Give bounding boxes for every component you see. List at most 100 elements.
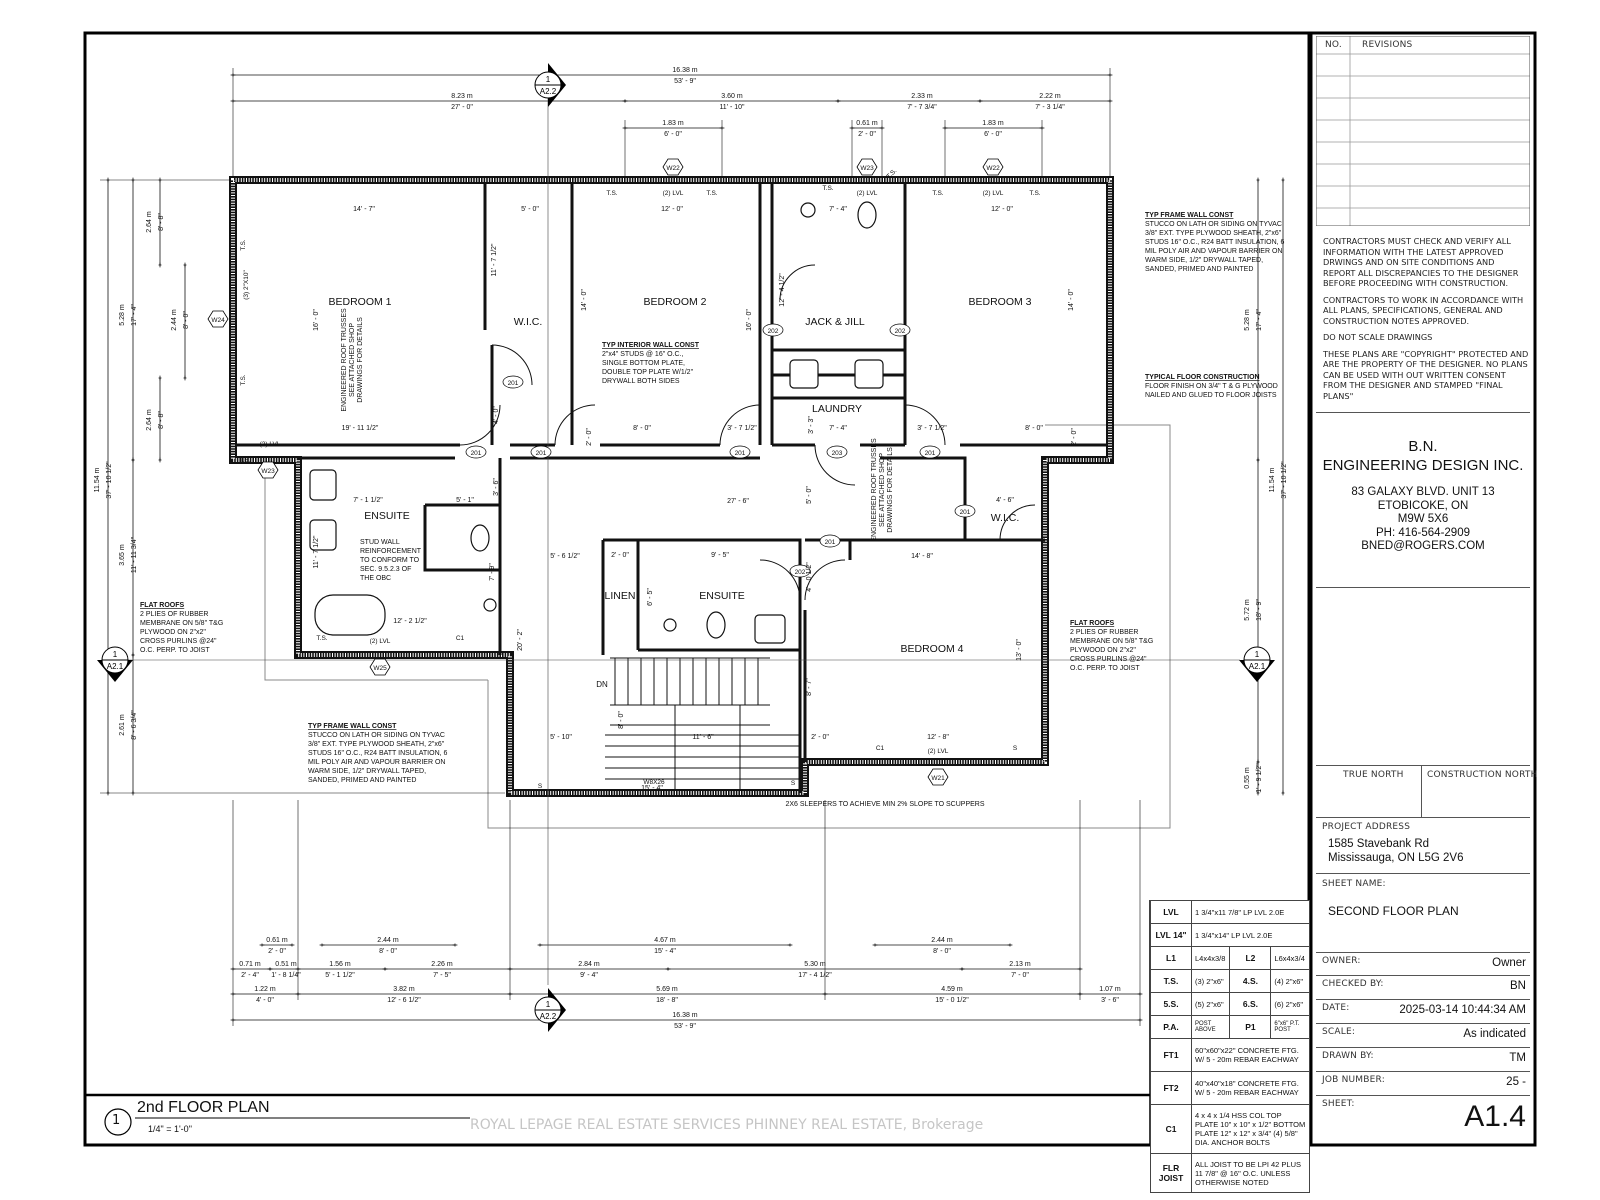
dimension-metric: 8.23 m <box>451 93 473 100</box>
dimension-imperial: 18' - 8" <box>656 997 678 1004</box>
room-label: W.I.C. <box>991 512 1020 524</box>
door-tag: 201 <box>960 509 971 516</box>
watermark: ROYAL LEPAGE REAL ESTATE SERVICES PHINNE… <box>470 1117 984 1133</box>
dimension-metric: 0.61 m <box>856 120 878 127</box>
legend-row: T.S.(3) 2"x6"4.S.(4) 2"x6" <box>1150 969 1310 993</box>
room-dimension: 2' - 0" <box>611 552 629 559</box>
dimension-metric: 2.33 m <box>911 93 933 100</box>
room-label: DN <box>596 680 608 689</box>
revisions-table <box>1316 36 1530 226</box>
note-line: CROSS PURLINS @24" <box>1070 656 1147 663</box>
room-label: ENSUITE <box>699 590 745 602</box>
section-marker[interactable]: 1A2.1 <box>97 646 133 682</box>
section-marker-num: 1 <box>1255 650 1260 659</box>
window-tag-shape <box>207 310 229 328</box>
door-tag-shape <box>889 323 911 337</box>
dimension-imperial: 2' - 4" <box>241 972 259 979</box>
dimension-imperial: 8' - 8" <box>158 213 165 231</box>
section-marker-num: 1 <box>546 75 551 84</box>
room-label: BEDROOM 2 <box>643 296 706 308</box>
sheet-label: SHEET: <box>1322 1099 1355 1109</box>
dimension-metric: 0.61 m <box>266 937 288 944</box>
beam-label: T.S. <box>706 190 717 197</box>
extension-lines <box>100 68 1240 1026</box>
toilet <box>706 611 726 639</box>
room-dimension: 14' - 0" <box>1068 289 1075 311</box>
beam-label: T.S. <box>932 190 943 197</box>
room-dimension: 5' - 6 1/2" <box>550 553 580 560</box>
project-address: 1585 Stavebank Rd Mississauga, ON L5G 2V… <box>1328 838 1464 864</box>
dimension-metric: 2.61 m <box>119 714 126 736</box>
room-dimension: 14' - 7" <box>353 206 375 213</box>
sleepers-note: 2X6 SLEEPERS TO ACHIEVE MIN 2% SLOPE TO … <box>785 801 984 808</box>
project-address-label: PROJECT ADDRESS <box>1322 822 1411 832</box>
note-line: DOUBLE TOP PLATE W/1/2" <box>602 369 694 376</box>
beam-label: T.S. <box>240 239 247 250</box>
note-title: TYPICAL FLOOR CONSTRUCTION <box>1145 374 1260 381</box>
section-marker-sheet: A2.2 <box>540 87 557 96</box>
staircase[interactable] <box>605 657 800 791</box>
beam-label: S <box>538 783 543 790</box>
dimension-imperial: 7' - 3 1/4" <box>1035 104 1065 111</box>
field-value: TM <box>1509 1052 1526 1064</box>
dimension-metric: 2.64 m <box>146 409 153 431</box>
sink <box>309 469 337 501</box>
note-line: 2"x4" STUDS @ 16" O.C., <box>602 351 684 358</box>
section-marker[interactable]: 1A2.2 <box>534 63 566 107</box>
dimension-imperial: 9' - 4" <box>580 972 598 979</box>
window-tag: W21 <box>931 775 945 782</box>
room-dimension: 11' - 6" <box>692 734 714 741</box>
shower-drain <box>483 598 497 612</box>
window-tag-shape <box>369 658 391 676</box>
room-label: BEDROOM 1 <box>328 296 391 308</box>
room-dimension: 20' - 2" <box>517 629 524 651</box>
note-line: O.C. PERP. TO JOIST <box>1070 665 1140 672</box>
dimension-lines <box>106 73 1285 1022</box>
room-dimension: 15' - 4" <box>641 785 663 792</box>
dimension-imperial: 1' - 9 1/2" <box>1256 763 1263 793</box>
beam-label: T.S. <box>240 374 247 385</box>
dimension-metric: 2.44 m <box>377 937 399 944</box>
roof-truss-note: DRAWINGS FOR DETAILS <box>887 447 894 533</box>
room-label: LAUNDRY <box>812 403 862 415</box>
window-tag: W22 <box>666 165 680 172</box>
door-tag-shape <box>502 375 524 389</box>
dimension-metric: 1.07 m <box>1099 986 1121 993</box>
note-line: SANDED, PRIMED AND PAINTED <box>308 777 416 784</box>
window-tag: W23 <box>261 468 275 475</box>
dimension-imperial: 1' - 8 1/4" <box>271 972 301 979</box>
window-tag: W25 <box>373 665 387 672</box>
roof-truss-note: SEE ATTACHED SHOP <box>879 453 886 527</box>
door-tag: 202 <box>795 569 806 576</box>
door-tag: 203 <box>832 450 843 457</box>
section-marker[interactable]: 1A2.2 <box>534 988 566 1032</box>
dimension-imperial: 3' - 6" <box>1101 997 1119 1004</box>
door-tag: 202 <box>768 328 779 335</box>
dimension-metric: 2.64 m <box>146 211 153 233</box>
drawing-number-bubble <box>104 1108 132 1136</box>
room-label: JACK & JILL <box>805 316 865 328</box>
roof-truss-note: ENGINEERED ROOF TRUSSES <box>341 308 348 412</box>
drawing-title: 2nd FLOOR PLAN <box>137 1099 270 1116</box>
dimension-imperial: 2' - 0" <box>858 131 876 138</box>
room-dimension: 14' - 0" <box>581 289 588 311</box>
note-line: WARM SIDE, 1/2" DRYWALL TAPED, <box>308 768 426 775</box>
dimension-imperial: 8' - 6 3/4" <box>131 710 138 740</box>
room-dimension: 12' - 0" <box>661 206 683 213</box>
dimension-imperial: 18' - 9" <box>1256 599 1263 621</box>
beam-label: C1 <box>456 635 465 642</box>
dimension-imperial: 17' - 4 1/2" <box>798 972 832 979</box>
section-marker[interactable]: 1A2.1 <box>1239 646 1275 682</box>
field-value: 2025-03-14 10:44:34 AM <box>1399 1004 1526 1016</box>
room-dimension: 5' - 0" <box>521 206 539 213</box>
note-line: STUCCO ON LATH OR SIDING ON TYVAC <box>1145 221 1282 228</box>
door-tag-shape <box>530 445 552 459</box>
note-line: WARM SIDE, 1/2" DRYWALL TAPED, <box>1145 257 1263 264</box>
dimension-imperial: 53' - 9" <box>674 1023 696 1030</box>
room-dimension: 12' - 0" <box>991 206 1013 213</box>
note-title: TYP INTERIOR WALL CONST <box>602 342 700 349</box>
beam-label: T.S. <box>822 185 833 192</box>
dimension-imperial: 7' - 7 3/4" <box>907 104 937 111</box>
